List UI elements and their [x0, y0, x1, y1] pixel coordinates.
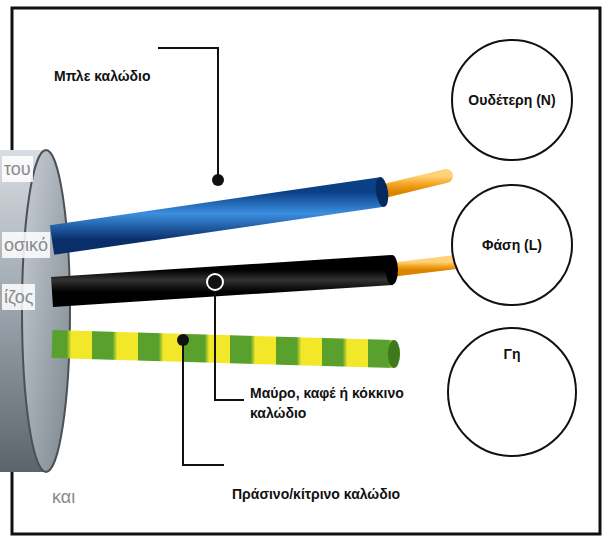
text-fragment: και — [50, 484, 77, 510]
circle-outline — [446, 326, 578, 458]
text-fragment: του — [2, 156, 33, 182]
terminal-label: Ουδέτερη (N) — [464, 90, 560, 111]
frame — [12, 8, 600, 534]
copper-ends — [380, 176, 456, 354]
terminal-circle: Ουδέτερη (N) — [450, 38, 574, 162]
leader-ring — [207, 274, 223, 290]
terminal-label: Γη — [467, 344, 557, 365]
cable-sheath — [0, 150, 70, 472]
terminal-label: Φάση (L) — [472, 235, 552, 256]
wire-label: Μπλε καλώδιο — [54, 66, 154, 86]
wire-label: Πράσινο/κίτρινο καλώδιο — [232, 484, 532, 504]
leader-dot — [177, 334, 189, 346]
terminal-circle: Φάση (L) — [450, 183, 574, 307]
leader-dot — [212, 174, 224, 186]
wires — [52, 176, 400, 368]
leader-lines — [158, 48, 244, 465]
wire-label: Μαύρο, καφέ ή κόκκινο καλώδιο — [250, 383, 450, 424]
text-fragment: ίζος — [2, 284, 35, 310]
text-fragment: οσικό — [2, 232, 50, 258]
terminal-circle: Γη — [446, 326, 578, 458]
